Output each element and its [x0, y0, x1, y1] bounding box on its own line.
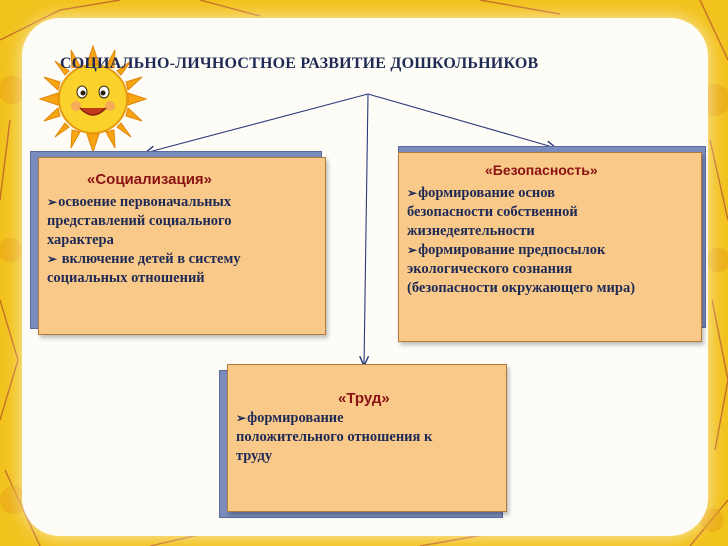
safety-box: «Безопасность» формирование основ безопа…	[398, 152, 702, 342]
sun-face-icon	[38, 44, 148, 154]
socialization-line-5: социальных отношений	[47, 270, 205, 286]
safety-heading: «Безопасность»	[485, 162, 598, 178]
socialization-line-4: включение детей в систему	[47, 250, 325, 269]
socialization-line-3: характера	[47, 232, 114, 248]
safety-line-5: экологического сознания	[407, 261, 573, 277]
safety-line-3: жизнедеятельности	[407, 223, 535, 239]
labor-heading: «Труд»	[338, 390, 390, 407]
labor-line-3: труду	[236, 448, 273, 464]
safety-line-2: безопасности собственной	[407, 204, 578, 220]
labor-line-2: положительного отношения к	[236, 429, 433, 445]
safety-line-1: формирование основ	[407, 184, 701, 203]
socialization-heading: «Социализация»	[87, 171, 213, 188]
safety-line-6: (безопасности окружающего мира)	[407, 280, 636, 296]
page-title: СОЦИАЛЬНО-ЛИЧНОСТНОЕ РАЗВИТИЕ ДОШКОЛЬНИК…	[60, 55, 539, 72]
socialization-line-2: представлений социального	[47, 213, 232, 229]
safety-line-4: формирование предпосылок	[407, 241, 701, 260]
arrow-to-safety	[367, 93, 556, 148]
socialization-line-1: освоение первоначальных	[47, 193, 325, 212]
arrow-to-labor	[364, 93, 368, 366]
arrow-to-socialization	[145, 93, 369, 153]
socialization-box: «Социализация» освоение первоначальных п…	[38, 157, 326, 335]
labor-line-1: формирование	[236, 409, 506, 428]
labor-box: «Труд» формирование положительного отнош…	[227, 364, 507, 512]
